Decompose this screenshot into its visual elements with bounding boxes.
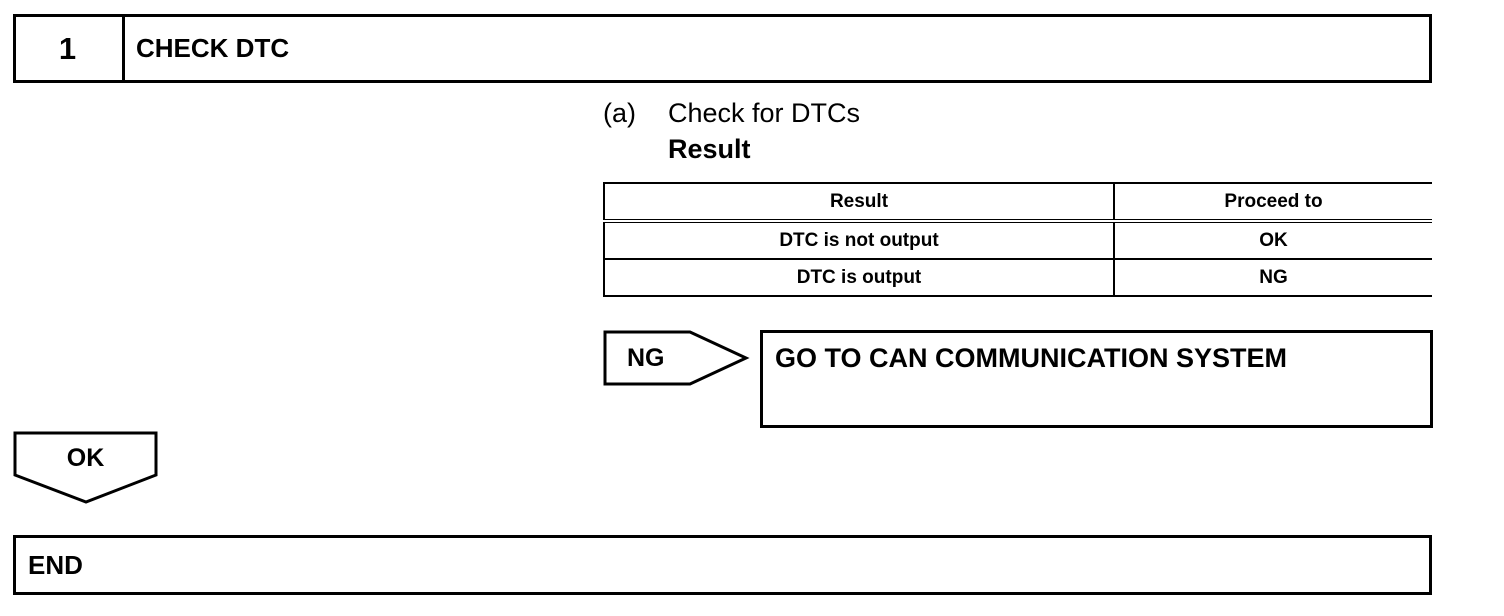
ng-destination-box: GO TO CAN COMMUNICATION SYSTEM: [760, 330, 1433, 428]
step-title: CHECK DTC: [136, 33, 290, 63]
substep-text: Check for DTCs: [668, 98, 861, 128]
end-label: END: [28, 549, 83, 580]
substep-marker: (a): [603, 98, 636, 128]
result-heading: Result: [668, 134, 751, 164]
table-cell-result: DTC is not output: [603, 220, 1115, 260]
table-header-proceed-to: Proceed to: [1113, 182, 1432, 223]
ng-destination-text: GO TO CAN COMMUNICATION SYSTEM: [775, 343, 1287, 373]
table-cell-proceed: OK: [1113, 220, 1432, 260]
end-box: END: [13, 535, 1432, 595]
step-number: 1: [13, 14, 125, 83]
table-cell-result: DTC is output: [603, 258, 1115, 297]
result-table: Result Proceed to DTC is not output OK D…: [603, 182, 1432, 297]
ng-label: NG: [627, 343, 665, 372]
table-row: DTC is not output OK: [603, 220, 1432, 260]
ng-arrow-shape: [603, 330, 750, 386]
table-header-row: Result Proceed to: [603, 182, 1432, 223]
ok-label: OK: [66, 444, 105, 472]
ok-arrow-shape: [13, 431, 158, 504]
step-header-box: [13, 14, 1432, 83]
table-cell-proceed: NG: [1113, 258, 1432, 297]
table-header-result: Result: [603, 182, 1115, 223]
table-row: DTC is output NG: [603, 258, 1432, 297]
